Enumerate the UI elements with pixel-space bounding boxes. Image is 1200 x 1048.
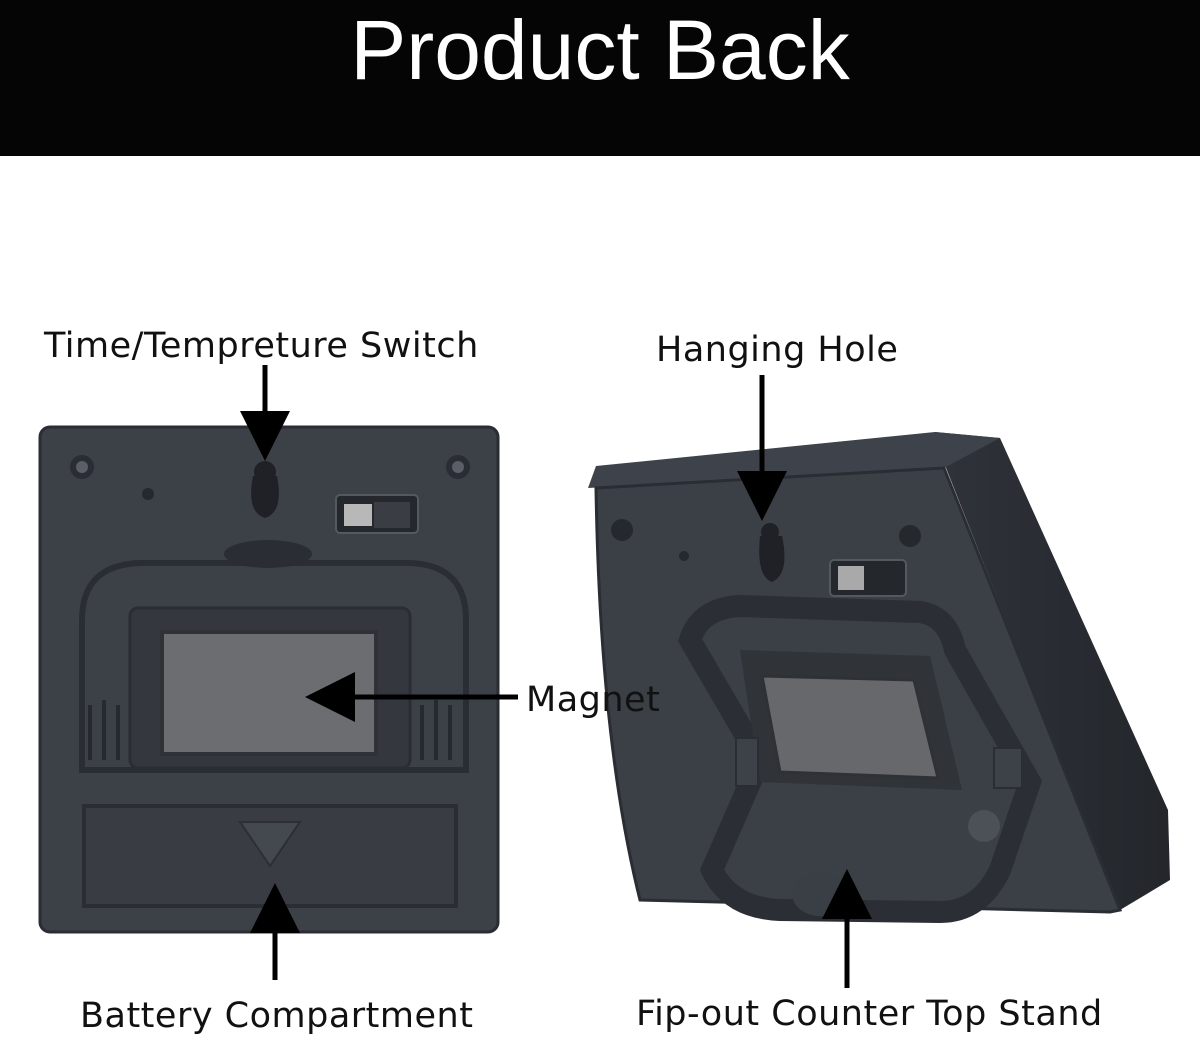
- title-banner: [0, 0, 1200, 156]
- banner-title: Product Back: [350, 3, 850, 97]
- label-battery-compartment: Battery Compartment: [80, 996, 474, 1036]
- label-hanging-hole: Hanging Hole: [656, 330, 899, 370]
- annotation-arrows: [240, 365, 872, 988]
- device-back-angled-view: [588, 432, 1170, 924]
- time-temperature-switch-icon: [335, 494, 419, 534]
- label-magnet: Magnet: [526, 680, 661, 720]
- label-flip-out-stand: Fip-out Counter Top Stand: [636, 994, 1103, 1034]
- switch-icon-angled: [829, 559, 907, 597]
- hanging-hole-icon: [251, 461, 279, 518]
- hanging-hole-icon-angled: [759, 523, 785, 582]
- label-time-temperature-switch: Time/Tempreture Switch: [44, 326, 479, 366]
- magnet-plate: [160, 630, 378, 756]
- device-back-front-view: [38, 425, 500, 934]
